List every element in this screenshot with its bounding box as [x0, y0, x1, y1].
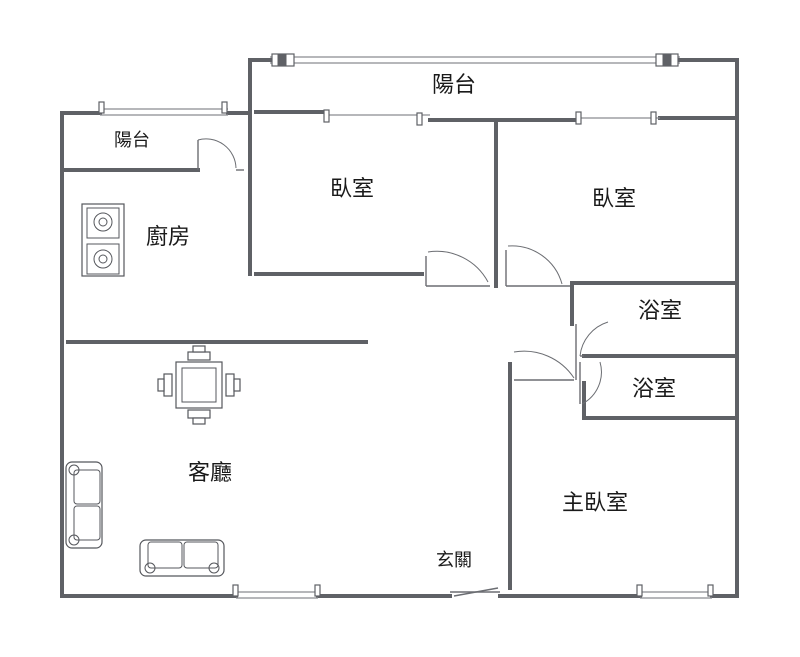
sofa-icon [65, 461, 103, 549]
door-swing-icon [513, 350, 575, 381]
windows [98, 53, 714, 599]
room-label-balcony-top: 陽台 [432, 73, 476, 98]
furniture [65, 203, 241, 577]
door-swing-icon [425, 250, 490, 287]
room-label-entrance: 玄關 [436, 550, 472, 571]
room-label-bedroom-2: 臥室 [592, 187, 636, 212]
sofa-icon [139, 539, 225, 577]
window-icon [323, 109, 430, 126]
room-label-living-room: 客廳 [188, 461, 232, 486]
room-label-bedroom-1: 臥室 [330, 177, 374, 202]
room-label-balcony-left: 陽台 [114, 130, 150, 151]
walls [60, 58, 739, 598]
room-label-kitchen: 廚房 [146, 225, 190, 250]
room-label-bath-2: 浴室 [632, 377, 676, 402]
window-icon [232, 584, 321, 599]
doors [197, 138, 609, 597]
window-icon [98, 101, 228, 116]
window-icon [575, 111, 660, 125]
door-swing-icon [450, 587, 500, 597]
door-swing-icon [505, 245, 570, 287]
window-icon [636, 584, 714, 599]
dining-table-icon [157, 345, 241, 425]
room-labels: 陽台 陽台 臥室 臥室 廚房 浴室 浴室 客廳 主臥室 玄關 [114, 73, 682, 571]
room-label-bath-1: 浴室 [638, 299, 682, 324]
stove-icon [81, 203, 125, 277]
room-label-master-bedroom: 主臥室 [562, 491, 628, 516]
window-icon [270, 53, 680, 67]
door-swing-icon [579, 361, 602, 405]
door-swing-icon [197, 138, 244, 171]
door-swing-icon [575, 321, 609, 380]
